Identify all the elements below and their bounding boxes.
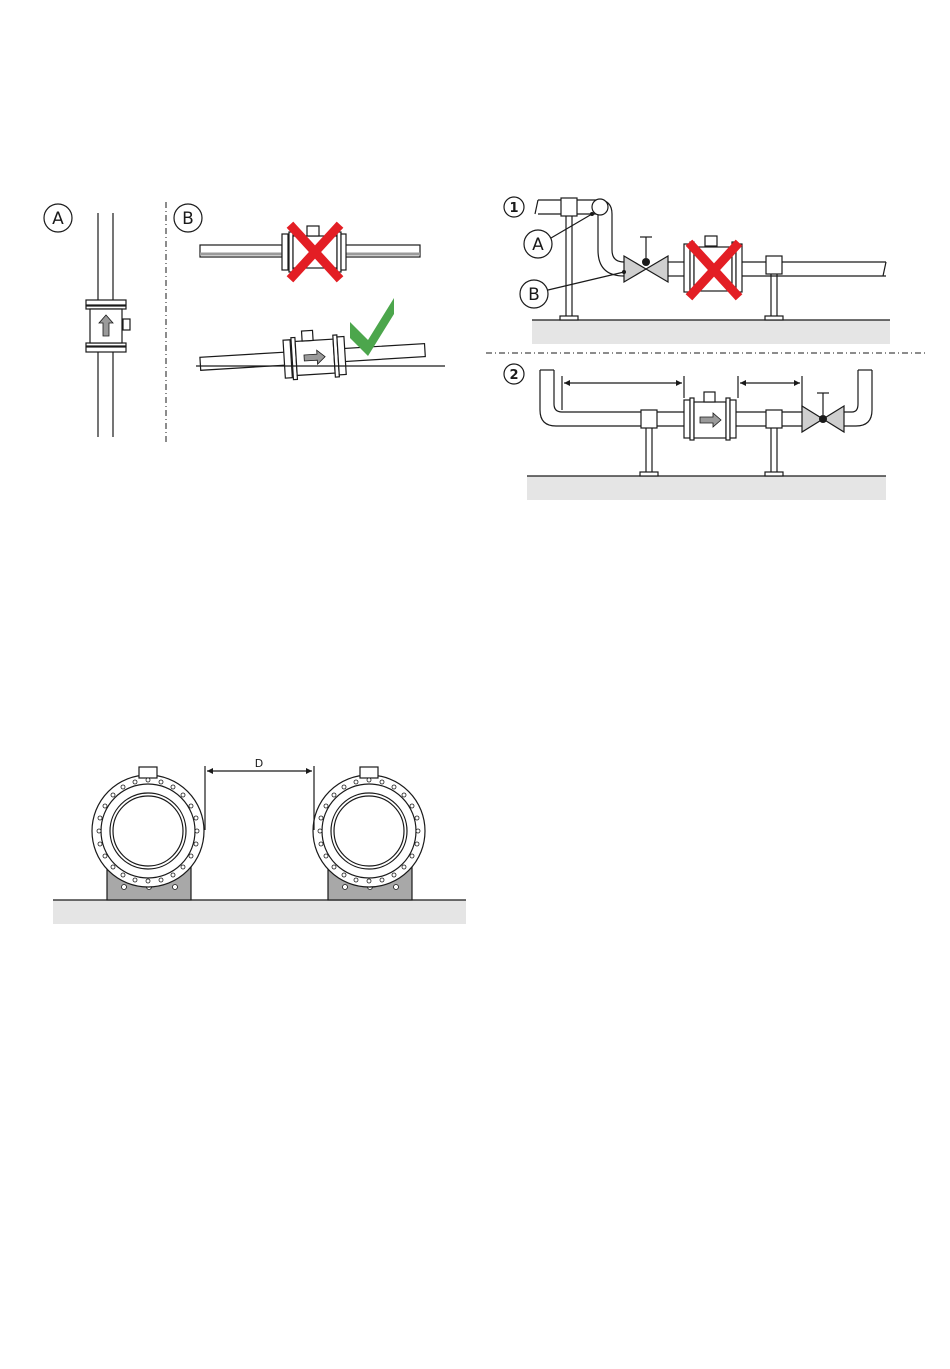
- label-a: A: [532, 235, 544, 255]
- label-b: B: [182, 209, 194, 229]
- label-a: A: [52, 209, 64, 229]
- marker-1: 1: [509, 201, 518, 216]
- dimension-d-label: D: [255, 757, 263, 770]
- figure-meter-spacing: D: [53, 757, 466, 924]
- terminal-box: [123, 319, 130, 330]
- figure-orientation: A B: [44, 202, 445, 442]
- meter-left: [92, 767, 204, 900]
- figure-pipe-routing: 1: [486, 197, 928, 500]
- label-b: B: [528, 285, 540, 305]
- panel-b-horizontal-installation: B: [174, 204, 445, 385]
- ground-3: [53, 900, 466, 924]
- meter-right: [313, 767, 425, 900]
- panel-a-vertical-installation: A: [44, 204, 130, 437]
- marker-2: 2: [509, 368, 518, 383]
- ground-1: [532, 320, 890, 344]
- ground-2: [527, 476, 886, 500]
- horizontal-incorrect: [200, 226, 420, 276]
- horizontal-correct: [196, 298, 445, 385]
